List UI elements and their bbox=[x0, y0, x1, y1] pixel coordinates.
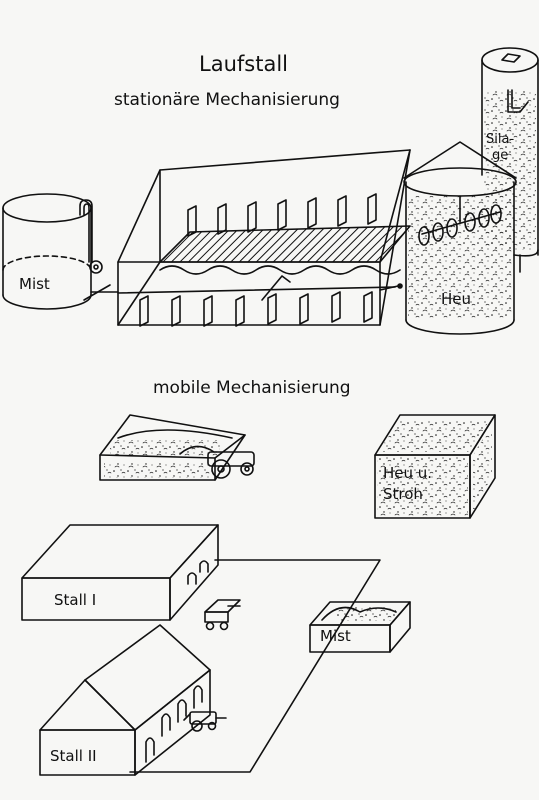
stationary-section-heading: stationäre Mechanisierung bbox=[114, 90, 340, 110]
mobile-section-heading: mobile Mechanisierung bbox=[153, 378, 351, 398]
stall-1-label: Stall I bbox=[54, 591, 97, 609]
diagram-title: Laufstall bbox=[199, 52, 288, 76]
hay-straw-store bbox=[374, 414, 496, 519]
hay-straw-label-line-2: Stroh bbox=[383, 485, 423, 503]
farmyard-ground bbox=[129, 559, 381, 773]
silage-tower bbox=[481, 47, 539, 273]
stall-2-building bbox=[39, 624, 211, 776]
loader-vehicle bbox=[183, 711, 227, 732]
hay-silo-label: Heu bbox=[441, 290, 472, 308]
manure-tank-label: Mist bbox=[19, 275, 50, 293]
manure-tank bbox=[2, 193, 119, 310]
silage-label-line-1: Sila- bbox=[486, 132, 515, 147]
stall-1-building bbox=[21, 524, 219, 621]
trailer-vehicle bbox=[204, 599, 241, 631]
manure-pit bbox=[309, 601, 411, 653]
stall-2-label: Stall II bbox=[50, 747, 97, 765]
mobile-feeding-unit bbox=[99, 414, 255, 481]
hay-straw-label-line-1: Heu u. bbox=[383, 464, 433, 482]
manure-pit-label: Mist bbox=[320, 627, 351, 645]
stationary-barn bbox=[117, 149, 411, 327]
silage-label-line-2: ge bbox=[491, 148, 509, 163]
silage-label: Sila- ge bbox=[486, 132, 514, 164]
